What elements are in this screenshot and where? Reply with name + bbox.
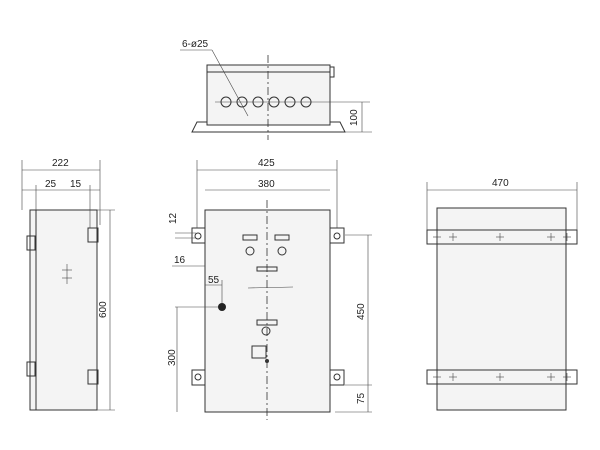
dim-mount-spacing: 450 (356, 303, 367, 320)
dim-top-height: 100 (349, 109, 360, 126)
dim-side-right: 15 (70, 179, 82, 190)
dim-front-body-width: 380 (258, 179, 275, 190)
side-view: 222 25 15 600 (21, 158, 115, 411)
dim-bracket-16: 16 (174, 255, 186, 266)
hole-label: 6-ø25 (182, 39, 209, 50)
cable-entry-holes (220, 96, 312, 108)
dim-front-overall-width: 425 (258, 158, 275, 169)
dim-hole-height: 300 (167, 349, 178, 366)
panel-components (242, 234, 294, 363)
dim-bottom: 75 (356, 392, 367, 404)
dim-bracket-12: 12 (168, 212, 179, 224)
top-view-body (206, 64, 331, 126)
dim-side-height: 600 (98, 301, 109, 318)
dim-hole-offset: 55 (208, 275, 220, 286)
dim-rear-width: 470 (492, 178, 509, 189)
ground-hole (218, 303, 226, 311)
dim-side-left: 25 (45, 179, 57, 190)
rear-view: 470 (426, 178, 578, 411)
top-view: 6-ø25 100 (180, 39, 372, 140)
dim-side-depth: 222 (52, 158, 69, 169)
front-view: 425 380 12 16 55 300 450 75 (167, 158, 372, 420)
